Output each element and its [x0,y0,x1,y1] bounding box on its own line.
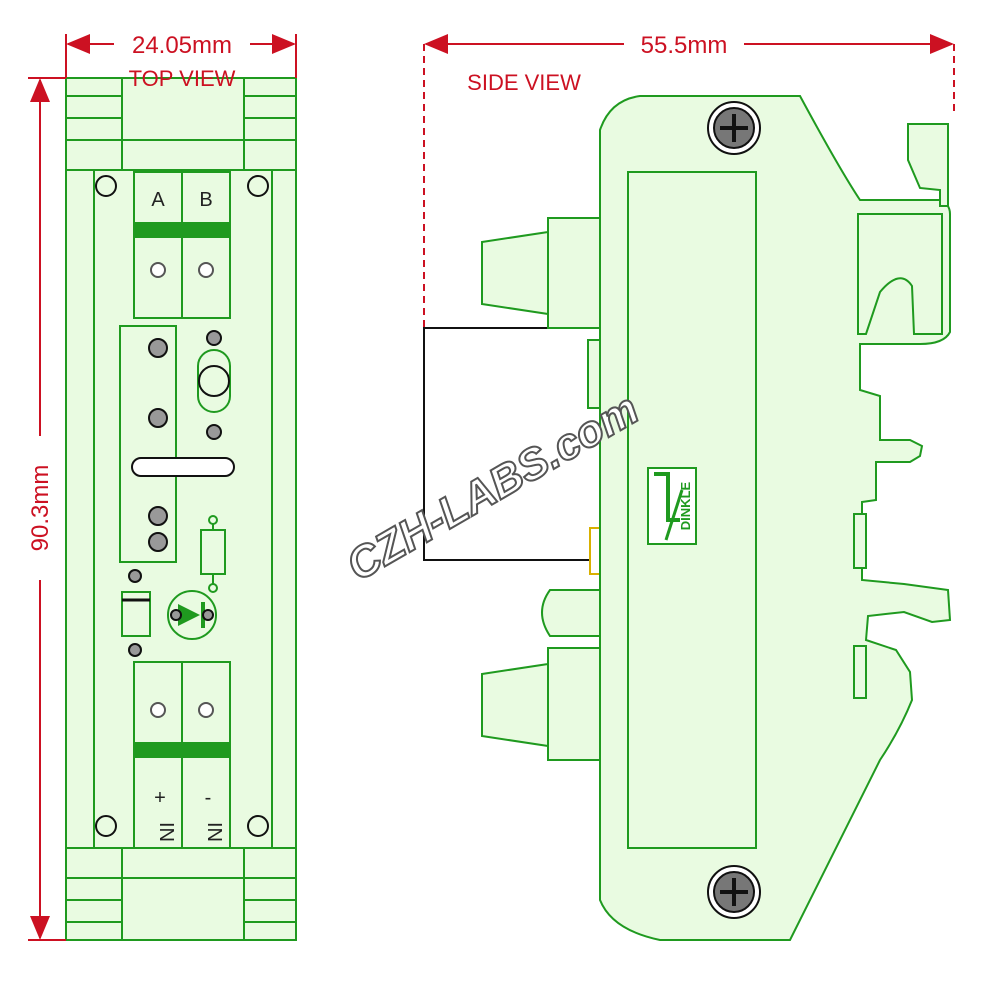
end-cap-br [243,847,297,941]
resistor-component [200,515,226,593]
dimension-height: 90.3mm [27,77,66,941]
side-view: DINKLE SIDE VIEW [423,70,952,941]
din-hook [907,123,949,207]
end-cap-tr [243,77,297,171]
logo-text: DINKLE [678,481,693,530]
mount-hole-icon [247,175,269,197]
screw-top-icon [707,101,761,155]
output-terminal-block: A B [133,171,231,319]
din-clip [857,213,943,335]
dimension-label-width-side: 55.5mm [641,32,728,59]
top-view-label: TOP VIEW [129,66,236,91]
end-cap-bl [65,847,123,941]
dimension-width-top: 24.05mm [65,32,297,78]
terminal-label-plus: + [154,787,166,809]
dimension-label-width-top: 24.05mm [132,32,232,59]
relay-body [423,327,603,561]
mount-hole-icon [95,815,117,837]
terminal-label-b: B [199,189,212,211]
lower-terminal-housing [481,647,600,761]
top-view: A B [65,66,297,941]
body-slot [853,645,867,699]
terminal-label-a: A [151,189,165,211]
body-slot [853,513,867,569]
screw-bottom-icon [707,865,761,919]
terminal-label-in-1: IN [155,822,177,842]
end-cap-tl [65,77,123,171]
dimension-label-height: 90.3mm [27,465,54,552]
input-terminal-block: + - IN IN [133,661,231,849]
led-component [167,590,217,640]
mount-hole-icon [247,815,269,837]
dimension-width-side: 55.5mm [423,32,955,328]
terminal-label-in-2: IN [203,822,225,842]
mount-hole-icon [95,175,117,197]
terminal-label-minus: - [205,787,212,809]
relay-component [119,325,235,563]
upper-terminal-housing [481,217,600,329]
diode-component [121,569,151,657]
led-bump [541,589,600,637]
side-view-label: SIDE VIEW [467,70,581,95]
dinkle-logo: DINKLE [647,467,697,545]
indicator-component [197,330,231,440]
